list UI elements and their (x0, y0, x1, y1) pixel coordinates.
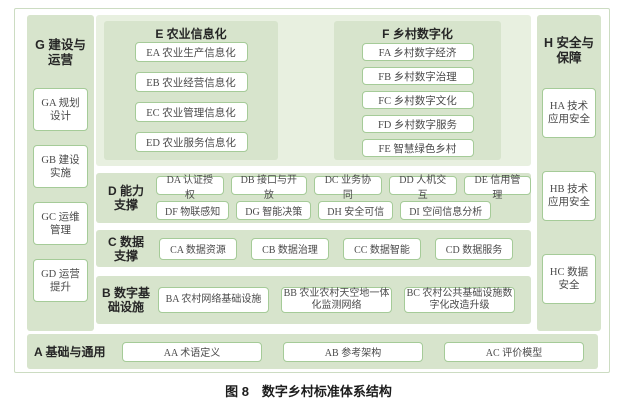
box-ga: GA 规划 设计 (33, 88, 88, 131)
box-fd: FD 乡村数字服务 (361, 115, 474, 133)
box-cd: CD 数据服务 (435, 237, 513, 260)
section-g-panel: G 建设与 运营 GA 规划 设计 GB 建设 实施 GC 运维 管理 GD 运… (27, 15, 94, 331)
section-b-items: BA 农村网络基础设施 BB 农业农村天空地一体 化监测网络 BC 农村公共基础… (156, 287, 531, 313)
section-a-items: AA 术语定义 AB 参考架构 AC 评价模型 (122, 341, 584, 362)
box-dd: DD 人机交互 (388, 175, 457, 201)
box-fa: FA 乡村数字经济 (361, 43, 474, 61)
section-d-title: D 能力 支撑 (107, 184, 144, 212)
box-bb: BB 农业农村天空地一体 化监测网络 (281, 287, 392, 313)
box-gd: GD 运营 提升 (33, 259, 88, 302)
box-db: DB 接口与开放 (230, 175, 308, 201)
box-cc: CC 数据智能 (343, 237, 421, 260)
section-d-row-2: DF 物联感知 DG 智能决策 DH 安全可信 DI 空间信息分析 (156, 201, 531, 220)
section-a-panel: A 基础与通用 AA 术语定义 AB 参考架构 AC 评价模型 (27, 334, 598, 369)
section-g-items: GA 规划 设计 GB 建设 实施 GC 运维 管理 GD 运营 提升 (27, 88, 94, 302)
section-b-panel: B 数字基 础设施 BA 农村网络基础设施 BB 农业农村天空地一体 化监测网络… (96, 276, 531, 324)
box-dg: DG 智能决策 (236, 201, 312, 220)
box-ec: EC 农业管理信息化 (134, 102, 248, 122)
box-dh: DH 安全可信 (318, 201, 394, 220)
section-e-panel: E 农业信息化 EA 农业生产信息化 EB 农业经营信息化 EC 农业管理信息化… (104, 21, 278, 160)
section-f-panel: F 乡村数字化 FA 乡村数字经济 FB 乡村数字治理 FC 乡村数字文化 FD… (334, 21, 501, 160)
box-eb: EB 农业经营信息化 (134, 72, 248, 92)
box-cb: CB 数据治理 (251, 237, 329, 260)
box-ba: BA 农村网络基础设施 (158, 287, 269, 313)
box-hb: HB 技术 应用安全 (542, 171, 596, 221)
box-fc: FC 乡村数字文化 (361, 91, 474, 109)
section-d-row-1: DA 认证授权 DB 接口与开放 DC 业务协同 DD 人机交互 DE 信用管理 (156, 175, 531, 201)
ef-container: E 农业信息化 EA 农业生产信息化 EB 农业经营信息化 EC 农业管理信息化… (96, 15, 531, 166)
box-bc: BC 农村公共基础设施数 字化改造升级 (404, 287, 515, 313)
box-di: DI 空间信息分析 (400, 201, 492, 220)
section-g-title: G 建设与 运营 (35, 38, 86, 67)
box-fb: FB 乡村数字治理 (361, 67, 474, 85)
box-df: DF 物联感知 (156, 201, 230, 220)
box-hc: HC 数据 安全 (542, 254, 596, 304)
section-b-title: B 数字基 础设施 (101, 286, 150, 314)
diagram-frame: G 建设与 运营 GA 规划 设计 GB 建设 实施 GC 运维 管理 GD 运… (14, 8, 610, 373)
box-gc: GC 运维 管理 (33, 202, 88, 245)
box-fe: FE 智慧绿色乡村 (361, 139, 474, 157)
box-ha: HA 技术 应用安全 (542, 88, 596, 138)
box-ea: EA 农业生产信息化 (134, 42, 248, 62)
box-ca: CA 数据资源 (159, 237, 237, 260)
box-ed: ED 农业服务信息化 (134, 132, 248, 152)
section-e-title: E 农业信息化 (155, 27, 227, 41)
section-d-items: DA 认证授权 DB 接口与开放 DC 业务协同 DD 人机交互 DE 信用管理… (156, 175, 531, 220)
box-dc: DC 业务协同 (314, 175, 382, 201)
section-h-title: H 安全与 保障 (543, 36, 594, 65)
box-ac: AC 评价模型 (444, 341, 584, 362)
section-h-panel: H 安全与 保障 HA 技术 应用安全 HB 技术 应用安全 HC 数据 安全 (537, 15, 601, 331)
section-c-panel: C 数据 支撑 CA 数据资源 CB 数据治理 CC 数据智能 CD 数据服务 (96, 230, 531, 267)
box-gb: GB 建设 实施 (33, 145, 88, 188)
box-ab: AB 参考架构 (283, 341, 423, 362)
section-f-title: F 乡村数字化 (382, 27, 453, 41)
box-aa: AA 术语定义 (122, 341, 262, 362)
section-c-title: C 数据 支撑 (107, 234, 144, 263)
section-e-items: EA 农业生产信息化 EB 农业经营信息化 EC 农业管理信息化 ED 农业服务… (104, 42, 278, 152)
section-a-title: A 基础与通用 (34, 345, 106, 359)
section-c-items: CA 数据资源 CB 数据治理 CC 数据智能 CD 数据服务 (156, 237, 531, 260)
section-d-panel: D 能力 支撑 DA 认证授权 DB 接口与开放 DC 业务协同 DD 人机交互… (96, 173, 531, 223)
box-de: DE 信用管理 (463, 175, 531, 201)
box-da: DA 认证授权 (156, 175, 224, 201)
section-h-items: HA 技术 应用安全 HB 技术 应用安全 HC 数据 安全 (537, 88, 601, 304)
figure-caption: 图 8 数字乡村标准体系结构 (225, 384, 392, 399)
section-f-items: FA 乡村数字经济 FB 乡村数字治理 FC 乡村数字文化 FD 乡村数字服务 … (334, 43, 501, 157)
center-stack: E 农业信息化 EA 农业生产信息化 EB 农业经营信息化 EC 农业管理信息化… (96, 15, 531, 331)
